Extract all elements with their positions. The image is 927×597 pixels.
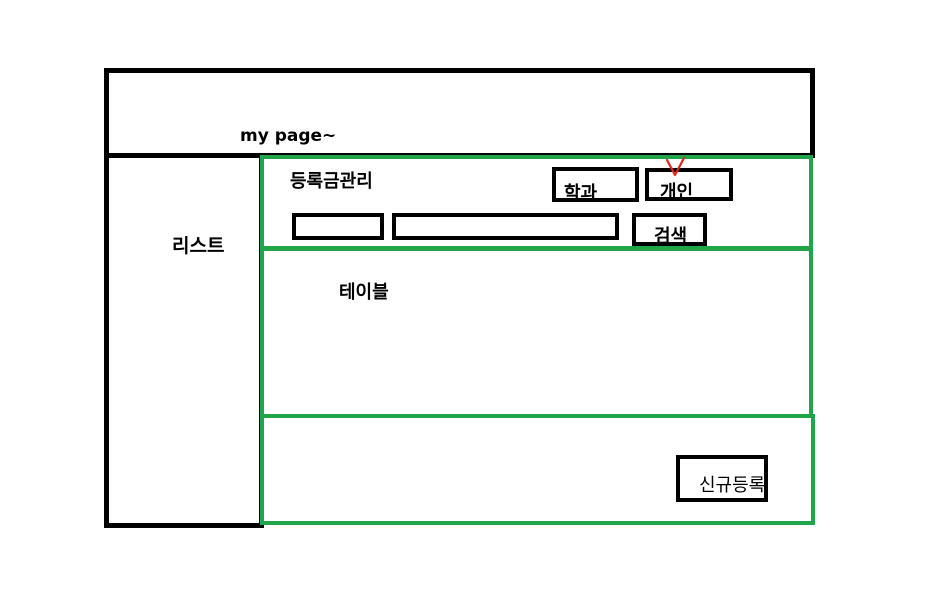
frame-right-border xyxy=(810,68,815,158)
department-button-label: 학과 xyxy=(564,183,598,204)
frame-bottom-border xyxy=(104,523,264,528)
table-placeholder-label: 테이블 xyxy=(339,282,389,303)
search-category-select[interactable] xyxy=(292,213,384,240)
table-panel xyxy=(260,247,813,418)
search-input[interactable] xyxy=(392,213,619,240)
department-button[interactable]: 학과 xyxy=(552,167,639,204)
search-button[interactable]: 검색 xyxy=(632,213,707,247)
new-registration-label: 신규등록 xyxy=(699,475,766,496)
check-mark-icon xyxy=(665,156,686,177)
search-button-label: 검색 xyxy=(654,226,688,247)
individual-button[interactable]: 개인 xyxy=(645,168,733,203)
frame-left-border xyxy=(104,68,109,528)
individual-button-label: 개인 xyxy=(660,182,694,203)
footer-panel xyxy=(260,414,815,525)
frame-top-border xyxy=(104,68,815,73)
page-title: my page~ xyxy=(240,126,337,146)
registration-title: 등록금관리 xyxy=(290,171,373,192)
new-registration-button[interactable] xyxy=(676,455,768,502)
sidebar-list-label[interactable]: 리스트 xyxy=(172,235,225,257)
